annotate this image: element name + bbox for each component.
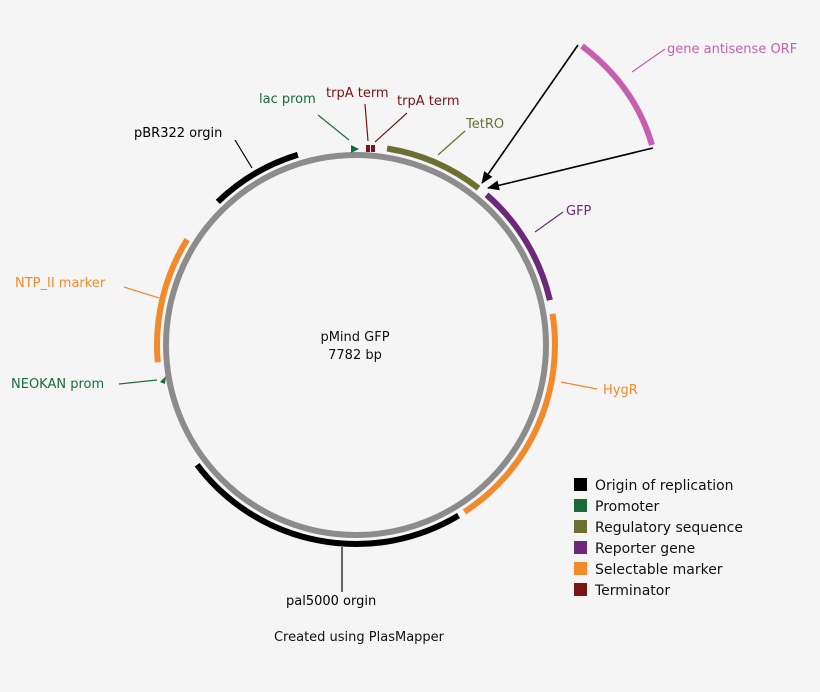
gene-antisense-orf-arc (580, 43, 655, 146)
ntp-leader (123, 286, 160, 299)
legend-swatch-selectable (574, 562, 587, 575)
tetro-label: TetRO (465, 117, 504, 132)
legend-label-regulatory: Regulatory sequence (595, 520, 743, 536)
neokan-label: NEOKAN prom (11, 377, 104, 392)
lac-promoter-marker (351, 145, 359, 153)
legend-label-promoter: Promoter (595, 499, 660, 515)
plasmid-name: pMind GFP (320, 330, 389, 345)
legend-label-reporter: Reporter gene (595, 541, 695, 557)
legend-label-origin: Origin of replication (595, 478, 734, 494)
neokan-promoter-marker (160, 376, 166, 384)
pal5000-label: pal5000 orgin (286, 594, 376, 609)
tetro-leader (437, 130, 466, 156)
plasmid-length: 7782 bp (328, 348, 382, 363)
ntp-label: NTP_II marker (15, 276, 106, 291)
tetro-arc (386, 145, 481, 191)
trpa2-leader (374, 112, 408, 143)
gfp-leader (534, 211, 564, 233)
insert-pointer-lower (487, 147, 654, 191)
neokan-leader (118, 379, 158, 385)
hygr-leader (560, 381, 598, 390)
gfp-arc (484, 192, 553, 301)
legend-swatch-terminator (574, 583, 587, 596)
insert-pointer-upper (481, 44, 579, 184)
legend-swatch-regulatory (574, 520, 587, 533)
pbr322-leader (234, 139, 253, 169)
legend-swatch-reporter (574, 541, 587, 554)
lacprom-leader (317, 114, 350, 141)
trpa-term-marker-2 (371, 145, 375, 152)
lacprom-label: lac prom (259, 92, 316, 107)
legend-label-selectable: Selectable marker (595, 562, 723, 578)
legend: Origin of replication Promoter Regulator… (574, 478, 743, 599)
hygr-arc (462, 313, 558, 515)
pal5000-origin-arc (194, 462, 461, 548)
legend-swatch-promoter (574, 499, 587, 512)
plasmid-backbone (163, 152, 549, 538)
pbr322-label: pBR322 orgin (134, 126, 222, 141)
gfp-label: GFP (566, 204, 592, 219)
trpa1-leader (364, 103, 369, 142)
ntp-arc (154, 237, 190, 363)
credit-text: Created using PlasMapper (274, 630, 445, 645)
legend-label-terminator: Terminator (594, 583, 670, 599)
hygr-label: HygR (603, 383, 638, 398)
insert-leader (631, 48, 666, 73)
pbr322-origin-arc (215, 151, 299, 205)
trpa2-label: trpA term (397, 94, 460, 109)
trpa-term-marker-1 (366, 145, 370, 152)
trpa1-label: trpA term (326, 86, 389, 101)
legend-swatch-origin (574, 478, 587, 491)
insert-label: gene antisense ORF (667, 42, 797, 57)
